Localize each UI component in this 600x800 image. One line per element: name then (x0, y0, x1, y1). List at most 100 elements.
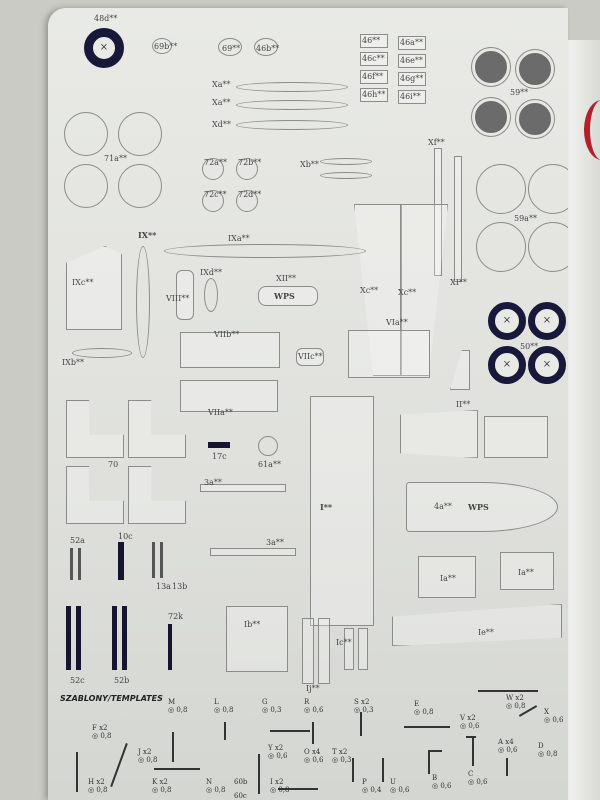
part-xd (236, 120, 348, 130)
label-ixa: IXa** (228, 234, 250, 243)
template-p: P◎ 0,4 (362, 778, 382, 794)
red-marking (584, 100, 600, 160)
label-viib: VIIb** (214, 330, 240, 339)
part-46g (398, 72, 426, 86)
label-xa: Xa** (212, 80, 231, 89)
part-xf (434, 148, 442, 276)
label-ixb: IXb** (62, 358, 84, 367)
disc-69b (152, 38, 172, 54)
roundel-dark-1 (472, 48, 510, 86)
template-line-10 (360, 712, 362, 736)
part-ie (392, 604, 562, 646)
template-y: Y x2◎ 0,6 (268, 744, 288, 760)
part-ix-small (450, 350, 470, 390)
part-ixb (72, 348, 132, 358)
strip-52b-1 (112, 606, 117, 670)
part-ix-spar (136, 246, 150, 358)
label-i: I** (320, 502, 333, 512)
part-ia-1 (418, 556, 476, 598)
label-72a: 72a** (204, 158, 227, 167)
label-52a: 52a (70, 536, 85, 545)
roundel-dark-4 (516, 100, 554, 138)
part-ic-3 (344, 628, 354, 670)
roundel-dark-2 (516, 50, 554, 88)
label-71a: 71a** (104, 154, 127, 163)
part-viib (180, 332, 280, 368)
roundel-blue-2 (528, 302, 566, 340)
label-ixd: IXd** (200, 268, 222, 277)
label-ixc: IXc** (72, 278, 94, 287)
part-xb-1 (320, 158, 372, 165)
template-line-13 (404, 726, 450, 728)
label-ia-1: Ia** (440, 574, 456, 583)
label-46g: 46g** (400, 74, 424, 83)
template-g: G◎ 0,3 (262, 698, 282, 714)
label-viia: VIIa** (208, 408, 233, 417)
label-60b: 60b (234, 778, 248, 786)
template-line-8 (278, 788, 318, 790)
next-page-edge (566, 40, 600, 800)
disc-69 (218, 38, 242, 56)
label-ie: Ie** (478, 628, 494, 637)
strip-72k (168, 624, 172, 670)
template-h: H x2◎ 0,8 (88, 778, 108, 794)
label-3a: 3a** (204, 478, 222, 487)
disc-72c (202, 190, 224, 212)
part-ixa-fuselage (164, 244, 366, 258)
part-70-1 (66, 400, 124, 458)
template-w: W x2◎ 0,8 (506, 694, 526, 710)
part-fuselage-i (310, 396, 374, 626)
label-60c: 60c (234, 792, 247, 800)
label-72d: 72d** (238, 190, 262, 199)
template-l: L◎ 0,8 (214, 698, 234, 714)
roundel-dark-3 (472, 98, 510, 136)
part-via (348, 330, 430, 378)
label-ix: IX** (138, 230, 157, 240)
label-4a: 4a** (434, 502, 452, 511)
label-46f: 46f** (362, 72, 384, 81)
part-17c (208, 442, 230, 448)
part-46h (360, 88, 388, 102)
template-line-18 (472, 736, 474, 766)
template-s: S x2◎ 0,3 (354, 698, 374, 714)
part-46f (360, 70, 388, 84)
template-line-6 (270, 730, 310, 732)
label-46: 46** (362, 36, 381, 45)
disc-59a-1 (476, 164, 526, 214)
label-13b: 13b (172, 582, 188, 591)
strip-52c-2 (76, 606, 81, 670)
strip-13b (160, 542, 163, 578)
label-xi: XI** (450, 278, 467, 287)
template-line-5 (224, 722, 226, 740)
label-72c: 72c** (204, 190, 227, 199)
part-xi (454, 156, 462, 282)
part-viib-right-2 (484, 416, 548, 458)
template-line-4 (172, 732, 174, 762)
label-48d: 48d** (94, 14, 118, 23)
disc-59a-2 (528, 164, 568, 214)
part-ia-2 (500, 552, 554, 590)
label-61a: 61a** (258, 460, 281, 469)
part-ic-1 (302, 618, 314, 684)
label-xc-right: Xc** (398, 288, 417, 297)
part-46i (398, 90, 426, 104)
part-viib-right-1 (400, 410, 478, 458)
part-70-2 (128, 400, 186, 458)
label-xf: Xf** (428, 138, 445, 147)
strip-52a-2 (78, 548, 81, 580)
part-xa (236, 82, 348, 92)
label-ii: II** (456, 400, 471, 409)
template-line-11 (352, 758, 354, 782)
part-46 (360, 34, 388, 48)
template-line-7 (258, 754, 260, 794)
template-c: C◎ 0,6 (468, 770, 488, 786)
template-line-17 (466, 736, 476, 738)
label-46i: 46i** (400, 92, 421, 101)
roundel-top-left (84, 28, 124, 68)
part-70-3 (66, 466, 124, 524)
template-e: E◎ 0,8 (414, 700, 434, 716)
template-line-19 (506, 758, 508, 776)
template-line-14 (478, 690, 538, 692)
label-52b: 52b (114, 676, 130, 685)
part-46a (398, 36, 426, 50)
